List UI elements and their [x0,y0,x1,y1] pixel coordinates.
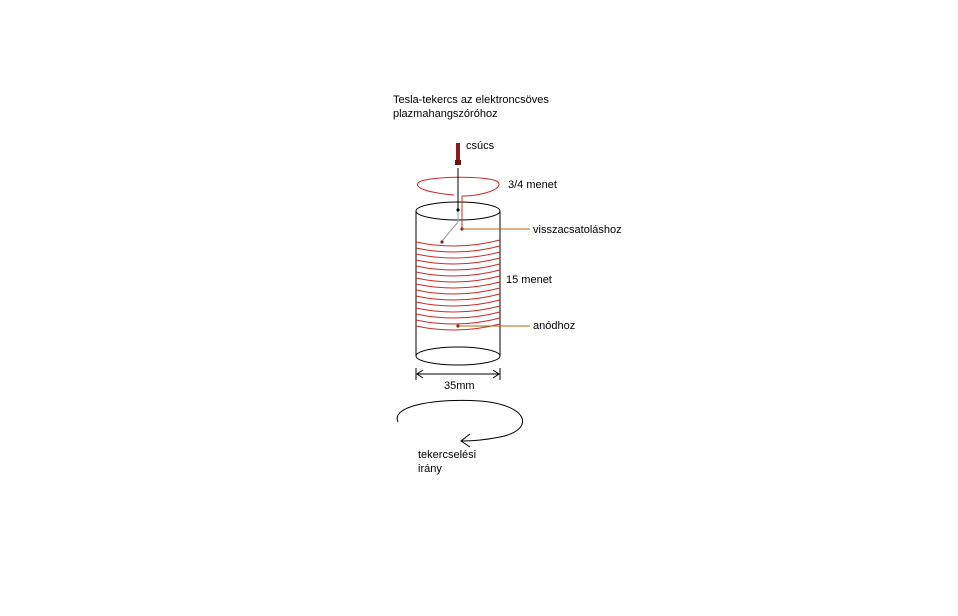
winding-turn [415,269,501,277]
winding-turn [415,239,501,247]
direction-label-line-1: tekercselési [418,449,477,461]
winding-turn [415,293,501,301]
diameter-arrow-right [492,369,500,379]
diagram-title-line-1: Tesla-tekercs az elektroncsöves [393,94,549,106]
winding-turn [415,317,501,325]
tip-rod-base [455,160,461,165]
direction-label-line-2: irány [418,463,442,475]
tip-rod [456,143,460,163]
winding-turn [415,263,501,271]
winding-turn [415,281,501,289]
tip-label: csúcs [466,140,495,152]
main-winding [415,239,501,331]
winding-turn [415,305,501,313]
top-three-quarter-turn [416,176,500,197]
winding-turn [415,275,501,283]
winding-turn [415,299,501,307]
winding-direction-arc [396,399,523,442]
anode-label: anódhoz [533,320,576,332]
inner-grey-wire-diagonal [441,221,459,242]
diameter-label: 35mm [444,380,475,392]
coil-start-dot [440,240,444,244]
top-center-dot [456,208,460,212]
winding-turn [415,251,501,259]
winding-turn [415,245,501,253]
feedback-label: visszacsatoláshoz [533,224,622,236]
cylinder-bottom [415,346,501,366]
winding-direction-arrowhead [460,433,471,448]
diagram-title-line-2: plazmahangszóróhoz [393,108,498,120]
winding-turn [415,311,501,319]
top-turns-label: 3/4 menet [508,179,557,191]
winding-turn [415,257,501,265]
winding-turn [415,287,501,295]
main-turns-label: 15 menet [506,274,552,286]
diameter-arrow-left [416,369,424,379]
